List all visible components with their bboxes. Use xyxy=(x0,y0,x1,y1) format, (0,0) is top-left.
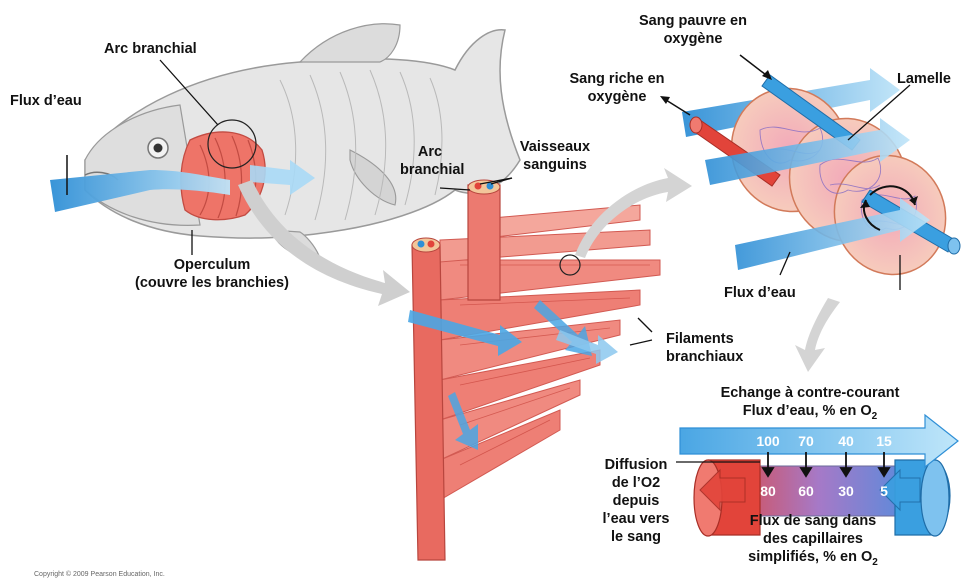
dorsal-fin xyxy=(300,24,400,62)
lamellae xyxy=(682,68,962,290)
label-operculum: Operculum (couvre les branchies) xyxy=(112,256,312,292)
label-sang-riche: Sang riche en oxygène xyxy=(552,70,682,106)
label-filaments-branchiaux: Filaments branchiaux xyxy=(666,330,743,366)
label-diffusion: Diffusion de l’O2 depuis l’eau vers le s… xyxy=(596,456,676,546)
blood-o2-value-2: 30 xyxy=(838,483,854,499)
blood-o2-value-0: 80 xyxy=(760,483,776,499)
label-vaisseaux-sanguins: Vaisseaux sanguins xyxy=(510,138,600,174)
blood-o2-value-1: 60 xyxy=(798,483,814,499)
gill-arch-back xyxy=(468,185,500,300)
water-o2-value-2: 40 xyxy=(838,433,854,449)
water-o2-value-1: 70 xyxy=(798,433,814,449)
label-flux-sang: Flux de sang dans des capillaires simpli… xyxy=(728,512,898,572)
label-lamelle: Lamelle xyxy=(897,70,951,88)
gray-arrow-to-counter xyxy=(795,298,840,372)
gill-arch-front xyxy=(412,245,445,560)
label-arc-branchial-top: Arc branchial xyxy=(104,40,197,58)
label-arc-branchial-mid: Arc branchial xyxy=(400,143,460,179)
water-o2-value-0: 100 xyxy=(756,433,780,449)
fish xyxy=(50,24,520,258)
label-echange-contre-courant: Echange à contre-courant Flux d’eau, % e… xyxy=(690,384,930,426)
water-o2-value-3: 15 xyxy=(876,433,892,449)
copyright-text: Copyright © 2009 Pearson Education, Inc. xyxy=(34,571,165,578)
blood-o2-value-3: 5 xyxy=(880,483,888,499)
label-flux-eau-right: Flux d’eau xyxy=(724,284,796,302)
label-flux-eau-left: Flux d’eau xyxy=(10,92,82,110)
label-sang-pauvre: Sang pauvre en oxygène xyxy=(628,12,758,48)
